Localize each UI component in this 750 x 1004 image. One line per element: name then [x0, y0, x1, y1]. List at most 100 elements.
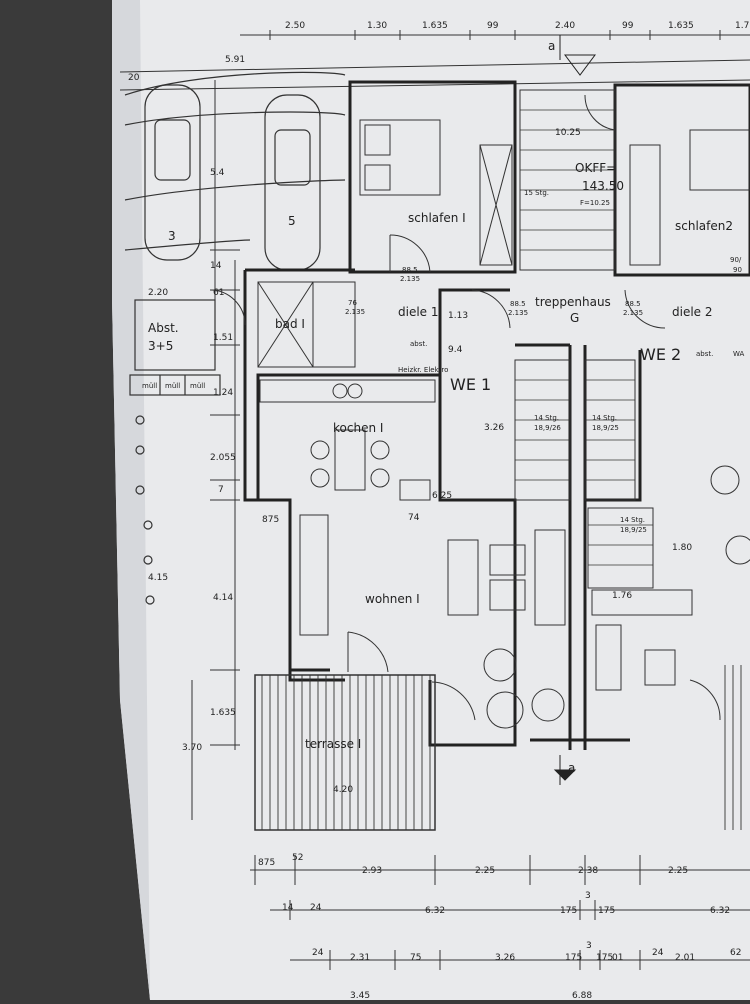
dim-b2-0: 14	[282, 903, 294, 913]
room-terrasse: terrasse I	[305, 737, 361, 751]
dim-b3-8: 24	[652, 948, 664, 958]
door-labels: 88.5 2.135 76 2.135 88.5 2.135 88.5 2.13…	[345, 256, 745, 374]
dim-b3-9: 2.01	[675, 953, 695, 963]
dim-b2-1: 24	[310, 903, 322, 913]
stair-upper: 15 Stg.	[524, 189, 549, 197]
stair-we1	[514, 359, 571, 501]
dim-b3-1: 2.31	[350, 953, 370, 963]
paper-shadow	[112, 0, 150, 1000]
door3-a: 88.5	[510, 300, 526, 308]
dim-b1-4: 2.38	[578, 866, 598, 876]
room-schlafen2: schlafen2	[675, 219, 733, 233]
dim-370: 3.70	[182, 743, 202, 753]
dim-b3-2: 75	[410, 953, 421, 963]
dim-b3-7: 01	[612, 953, 623, 963]
dim-591: 5.91	[225, 55, 245, 65]
section-mark-top: a	[548, 39, 555, 53]
dim-414: 4.14	[213, 593, 233, 603]
bin-label-2: müll	[165, 382, 180, 390]
abst-1: abst.	[410, 340, 427, 348]
room-kochen: kochen I	[333, 421, 383, 435]
okff-line3: F=10.25	[580, 199, 610, 207]
dim-1635: 1.635	[210, 708, 236, 718]
dim-54: 5.4	[210, 168, 225, 178]
dim-top-5: 99	[622, 21, 634, 31]
dim-326: 3.26	[484, 423, 504, 433]
door5-a: 90/	[730, 256, 742, 264]
room-labels: schlafen I schlafen2 bad I diele 1 diele…	[275, 211, 733, 751]
dim-180: 1.80	[672, 543, 692, 553]
dim-top-0: 2.50	[285, 21, 305, 31]
dim-top-1: 1.30	[367, 21, 387, 31]
dim-7: 7	[218, 485, 224, 495]
stair-we1-ratio: 18,9/26	[534, 424, 561, 432]
dim-b3-3: 3.26	[495, 953, 515, 963]
abst-2: abst.	[696, 350, 713, 358]
dim-20: 20	[128, 73, 140, 83]
door2-a: 76	[348, 299, 357, 307]
dim-b4-1: 6.88	[572, 991, 592, 1000]
dim-b1-2: 2.93	[362, 866, 382, 876]
heizkreis-label: Heizkr. Elektro	[398, 366, 448, 374]
dimension-lines-top	[119, 30, 750, 91]
stair-lower-ratio: 18,9/25	[620, 526, 647, 534]
dim-61: 61	[213, 288, 224, 298]
dim-b3-4: 175	[565, 953, 582, 963]
car-5-label: 5	[288, 214, 296, 228]
wa-label: WA	[733, 350, 745, 358]
dim-176: 1.76	[612, 591, 632, 601]
okff-line1: OKFF=	[575, 161, 616, 175]
unit-we1: WE 1	[450, 375, 491, 394]
dining-table	[334, 429, 366, 491]
section-markers	[553, 35, 596, 785]
car-3	[144, 84, 201, 261]
dim-b3-5: 3	[586, 941, 592, 951]
stair-lower	[587, 507, 654, 589]
dim-b1-5: 2.25	[668, 866, 688, 876]
wall-schlafen1	[348, 80, 517, 274]
paper-sheet	[112, 0, 750, 1000]
stair-notes: 15 Stg. 14 Stg. 18,9/26 14 Stg. 18,9/25 …	[524, 189, 647, 534]
dim-b2-3: 175	[560, 906, 577, 916]
dim-113: 1.13	[448, 311, 468, 321]
door1-a: 88.5	[402, 266, 418, 274]
dim-b2-6: 6.32	[710, 906, 730, 916]
dimension-lines-bottom	[250, 855, 750, 970]
dim-625: 6.25	[432, 491, 452, 501]
dim-14: 14	[210, 261, 222, 271]
door5-b: 90	[733, 266, 742, 274]
dim-420: 4.20	[333, 785, 353, 795]
garage	[124, 71, 346, 605]
dim-b2-2: 6.32	[425, 906, 445, 916]
room-bad: bad I	[275, 317, 305, 331]
dim-b3-10: 62	[730, 948, 741, 958]
bin-label-3: müll	[190, 382, 205, 390]
dim-b1-3: 2.25	[475, 866, 495, 876]
dim-top-4: 2.40	[555, 21, 575, 31]
dim-74: 74	[408, 513, 420, 523]
dimension-labels-left: 5.91 20 5.4 14 2.20 61 1.51 1.24 7 2.055…	[128, 55, 245, 753]
okff-line2: 143.50	[582, 179, 624, 193]
dim-124: 1.24	[213, 388, 233, 398]
bin-label-1: müll	[142, 382, 157, 390]
inner-dimensions: 10.25 1.13 9.4 3.26 74 6.25 875 1.80 4.2…	[262, 128, 692, 795]
dim-top-3: 99	[487, 21, 499, 31]
storage-abst	[134, 299, 216, 371]
door4-a: 88.5	[625, 300, 641, 308]
dim-b3-6: 175	[596, 953, 613, 963]
dim-b1-0: 875	[258, 858, 275, 868]
storage-label-2: 3+5	[148, 339, 173, 353]
stair-top	[519, 89, 616, 271]
dim-1025: 10.25	[555, 128, 581, 138]
dim-top-2: 1.635	[422, 21, 448, 31]
dimension-labels-bottom: 875 52 2.93 2.25 2.38 2.25 14 24 6.32 17…	[258, 853, 741, 1001]
room-wohnen: wohnen I	[365, 592, 420, 606]
door3-b: 2.135	[508, 309, 528, 317]
dim-b2-5: 175	[598, 906, 615, 916]
stair-we2-ratio: 18,9/25	[592, 424, 619, 432]
stair-we2-count: 14 Stg.	[592, 414, 617, 422]
dim-b1-1: 52	[292, 853, 303, 863]
stair-we2	[584, 359, 636, 501]
